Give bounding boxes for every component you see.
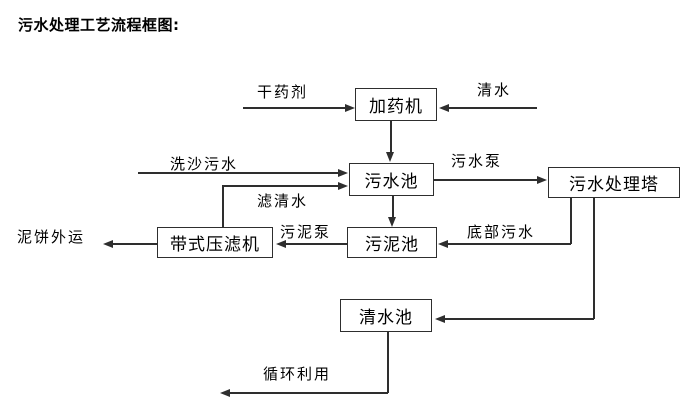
node-dosing-machine: 加药机 — [355, 88, 437, 121]
node-treatment-tower: 污水处理塔 — [548, 167, 680, 198]
sludge-pump-arrowhead — [276, 240, 286, 248]
node-sludge-pool: 污泥池 — [347, 227, 437, 258]
clean-water-arrowhead — [439, 104, 449, 112]
edge-tower-to-clean-vline — [593, 198, 595, 319]
edge-filtered-water-vline — [222, 185, 224, 227]
node-sewage-pool: 污水池 — [349, 163, 434, 196]
edge-clean-water-line — [448, 107, 537, 109]
edge-dry-agent-line — [243, 107, 346, 109]
edge-label-clean-water: 清水 — [477, 81, 512, 99]
edge-recycling-vline — [387, 332, 389, 393]
edge-dosing-to-pool-line — [390, 121, 392, 153]
edge-label-recycling: 循环利用 — [263, 365, 332, 383]
tower-to-clean-arrowhead — [435, 315, 445, 323]
edge-pool-to-sludge-line — [392, 196, 394, 218]
edge-label-bottom-sewage: 底部污水 — [467, 223, 536, 241]
bottom-sewage-arrowhead — [438, 240, 448, 248]
node-belt-filter-press: 带式压滤机 — [157, 227, 273, 258]
filtered-water-arrowhead — [338, 182, 348, 190]
edge-sand-wash-line — [138, 172, 339, 174]
node-clean-water-pool: 清水池 — [340, 299, 432, 332]
edge-label-filtered-water: 滤清水 — [257, 192, 309, 210]
sewage-pump-arrowhead — [537, 176, 547, 184]
edge-tower-to-clean-hline — [444, 318, 594, 320]
edge-filtered-water-hline — [222, 185, 339, 187]
dry-agent-arrowhead — [345, 104, 355, 112]
edge-sewage-pump-line — [434, 179, 538, 181]
mud-cake-arrowhead — [103, 240, 113, 248]
edge-label-sand-washing-sewage: 洗沙污水 — [170, 155, 239, 173]
dosing-to-pool-arrowhead — [386, 152, 394, 162]
pool-to-sludge-arrowhead — [388, 217, 396, 227]
edge-label-sewage-pump: 污水泵 — [451, 152, 503, 170]
edge-label-sludge-pump: 污泥泵 — [280, 223, 332, 241]
edge-recycling-hline — [229, 392, 388, 394]
sand-wash-arrowhead — [338, 169, 348, 177]
page-title: 污水处理工艺流程框图: — [18, 16, 180, 34]
edge-sludge-pump-line — [285, 243, 347, 245]
edge-mud-cake-line — [112, 243, 157, 245]
edge-label-dry-agent: 干药剂 — [257, 83, 309, 101]
edge-bottom-sewage-vline — [570, 198, 572, 244]
recycling-arrowhead — [220, 389, 230, 397]
edge-label-mud-cake-outbound: 泥饼外运 — [17, 228, 86, 246]
edge-bottom-sewage-hline — [447, 243, 571, 245]
